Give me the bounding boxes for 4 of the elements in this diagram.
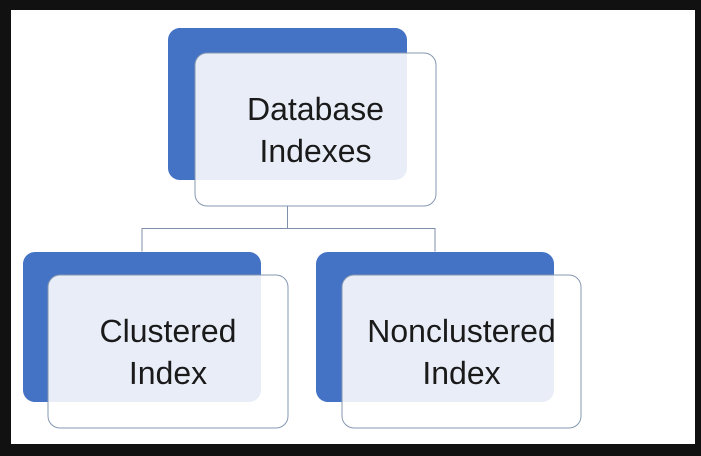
- hierarchy-box: Database Indexes: [168, 28, 436, 206]
- hierarchy-box: Clustered Index: [23, 252, 288, 428]
- connector-line: [287, 206, 436, 252]
- hierarchy-box: Nonclustered Index: [316, 252, 582, 428]
